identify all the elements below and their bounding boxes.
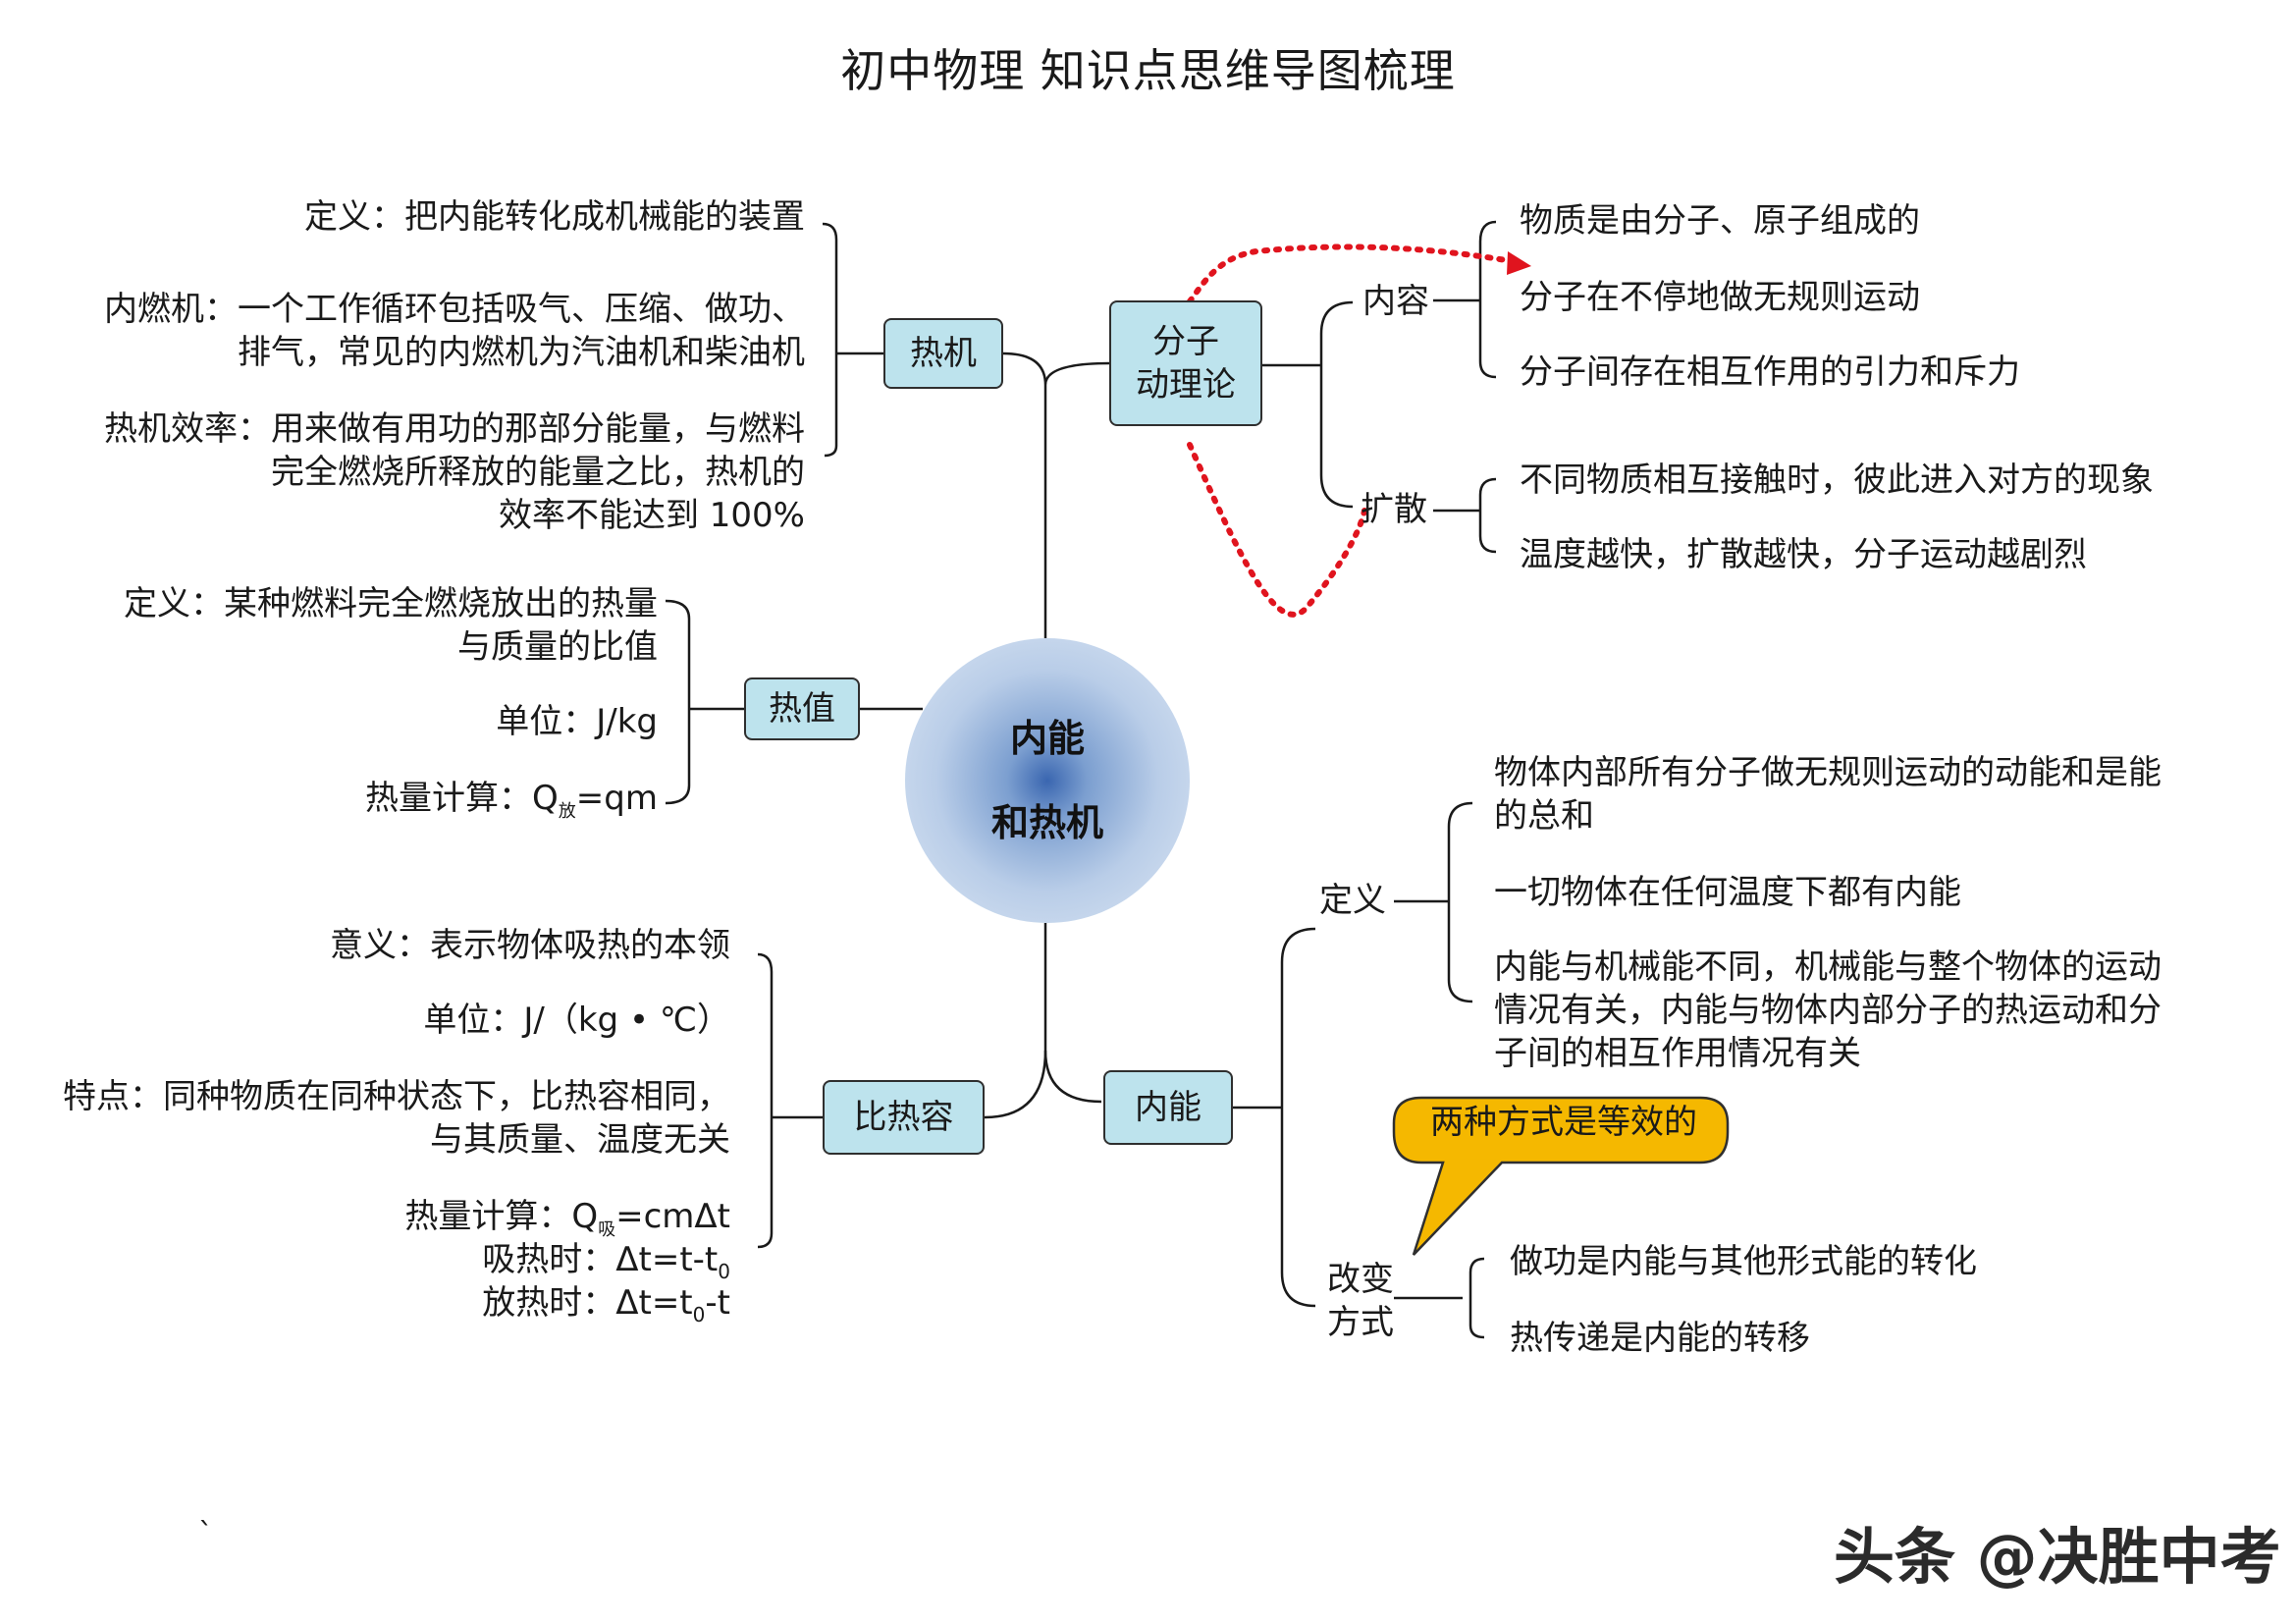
diffusion-item-1: 不同物质相互接触时，彼此进入对方的现象: [1520, 460, 2154, 500]
center-topic-line1: 内能: [1009, 717, 1085, 760]
definition-item1-line1: 物体内部所有分子做无规则运动的动能和是能: [1494, 753, 2162, 792]
node-heat-value: 热值: [744, 677, 860, 740]
trunk-lower: [1043, 923, 1102, 1104]
heat-value-subscript: 放: [558, 800, 576, 822]
definition-item1-line2: 的总和: [1494, 796, 1594, 836]
definition-item3-line3: 子间的相互作用情况有关: [1494, 1034, 1861, 1073]
red-arrowhead-icon: [1507, 251, 1531, 275]
bracket-definition: [1447, 801, 1473, 1003]
molecular-theory-line1: 分子: [1152, 322, 1219, 361]
heat-value-definition-line2: 与质量的比值: [457, 627, 658, 667]
specific-heat-absorb: 吸热时：Δt=t-t0: [482, 1240, 730, 1283]
stray-mark: `: [198, 1517, 213, 1551]
center-topic-line2: 和热机: [990, 801, 1103, 844]
change-item-1: 做功是内能与其他形式能的转化: [1510, 1242, 1977, 1281]
connector-specific-heat: [984, 1050, 1047, 1119]
bracket-content: [1478, 220, 1497, 379]
node-heat-engine: 热机: [883, 318, 1003, 389]
heat-engine-efficiency-line1: 热机效率：用来做有用功的那部分能量，与燃料: [104, 409, 805, 449]
callout-bubble: [1392, 1096, 1730, 1256]
definition-item2: 一切物体在任何温度下都有内能: [1494, 873, 1961, 912]
node-internal-energy: 内能: [1103, 1070, 1233, 1145]
absorb-subscript: 0: [718, 1259, 730, 1283]
specific-heat-feature-line2: 与其质量、温度无关: [430, 1120, 730, 1160]
heat-engine-efficiency-line2: 完全燃烧所释放的能量之比，热机的: [271, 453, 805, 492]
node-specific-heat: 比热容: [823, 1080, 985, 1155]
content-item-2: 分子在不停地做无规则运动: [1520, 278, 1920, 317]
heat-engine-ice-line1: 内燃机：一个工作循环包括吸气、压缩、做功、: [104, 290, 805, 329]
heat-engine-definition: 定义：把内能转化成机械能的装置: [304, 197, 805, 237]
bracket-heat-engine: [822, 222, 883, 458]
page-title: 初中物理 知识点思维导图梳理: [840, 44, 1456, 97]
change-label-line1: 改变: [1327, 1260, 1394, 1299]
bracket-change: [1468, 1257, 1485, 1339]
diffusion-item-2: 温度越快，扩散越快，分子运动越剧烈: [1520, 535, 2087, 574]
diffusion-label: 扩散: [1361, 490, 1427, 529]
bracket-specific-heat: [757, 952, 823, 1249]
heat-value-calculation: 热量计算：Q放=qm: [365, 779, 658, 822]
center-topic: 内能 和热机: [905, 638, 1190, 923]
bracket-molecular-theory: [1319, 300, 1354, 509]
heat-value-unit: 单位：J/kg: [496, 702, 658, 741]
bracket-internal-energy: [1280, 927, 1316, 1308]
specific-heat-subscript: 吸: [598, 1218, 616, 1240]
specific-heat-calculation: 热量计算：Q吸=cmΔt: [404, 1197, 730, 1240]
heat-engine-efficiency-line3: 效率不能达到 100%: [498, 496, 805, 535]
definition-item3-line1: 内能与机械能不同，机械能与整个物体的运动: [1494, 947, 2162, 987]
specific-heat-release: 放热时：Δt=t0-t: [482, 1283, 730, 1326]
change-item-2: 热传递是内能的转移: [1510, 1319, 1810, 1358]
bracket-heat-value: [665, 599, 744, 805]
connector-heat-engine: [1002, 352, 1110, 386]
node-molecular-theory: 分子 动理论: [1109, 300, 1262, 426]
release-subscript: 0: [692, 1302, 706, 1326]
heat-value-definition-line1: 定义：某种燃料完全燃烧放出的热量: [124, 584, 658, 623]
content-label: 内容: [1362, 282, 1429, 321]
specific-heat-unit: 单位：J/（kg • ℃）: [423, 1001, 730, 1040]
bracket-diffusion: [1478, 477, 1497, 554]
specific-heat-meaning: 意义：表示物体吸热的本领: [330, 926, 730, 965]
heat-engine-ice-line2: 排气，常见的内燃机为汽油机和柴油机: [238, 333, 805, 372]
specific-heat-feature-line1: 特点：同种物质在同种状态下，比热容相同，: [63, 1077, 730, 1116]
content-item-3: 分子间存在相互作用的引力和斥力: [1520, 352, 2020, 392]
content-item-1: 物质是由分子、原子组成的: [1520, 201, 1920, 241]
definition-item3-line2: 情况有关，内能与物体内部分子的热运动和分: [1494, 991, 2162, 1030]
definition-label: 定义: [1319, 881, 1386, 920]
red-dotted-arrow: [1187, 244, 1515, 618]
watermark: 头条 @决胜中考: [1834, 1521, 2281, 1593]
callout-text: 两种方式是等效的: [1430, 1103, 1697, 1142]
change-label-line2: 方式: [1327, 1303, 1394, 1342]
molecular-theory-line2: 动理论: [1136, 365, 1236, 405]
